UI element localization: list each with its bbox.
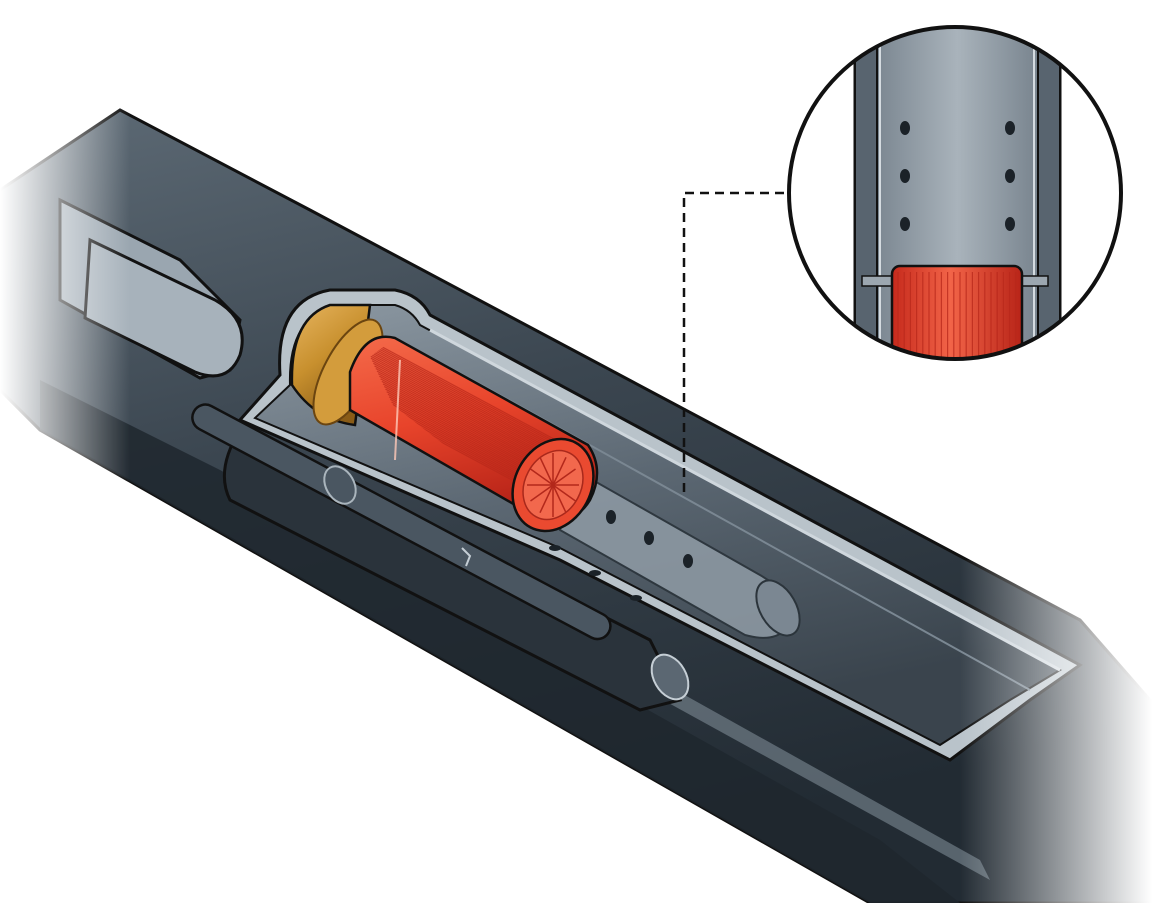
port-hole	[644, 531, 654, 545]
inset-port-holes	[900, 121, 1015, 231]
port-hole	[900, 121, 910, 135]
crimp-fold	[530, 484, 554, 502]
chamber-ring	[755, 579, 801, 637]
port-hole	[900, 169, 910, 183]
crimp-fold	[530, 468, 554, 486]
rod-end	[650, 653, 690, 701]
shotgun-shell	[290, 303, 599, 533]
crimp-folds	[527, 453, 579, 517]
port-hole	[900, 217, 910, 231]
port-hole	[1005, 121, 1015, 135]
crimp-fold	[552, 456, 567, 486]
ported-chamber	[549, 468, 801, 639]
hull-rib	[360, 338, 582, 457]
callout-ring	[787, 25, 1123, 361]
magazine-tube	[191, 403, 690, 712]
crimp-fold	[539, 484, 554, 514]
port-hole	[683, 554, 693, 568]
crimp-fold	[552, 468, 576, 486]
crimp-fold	[552, 484, 576, 502]
crimp-fold	[539, 456, 554, 486]
magnifier-callout	[787, 25, 1123, 361]
inset-wall-right	[1037, 28, 1061, 358]
port-hole	[589, 570, 601, 576]
rod-collar	[323, 465, 357, 505]
crimp-fold	[552, 484, 567, 514]
inset-shell-ribs	[897, 272, 1017, 358]
port-hole	[549, 545, 561, 551]
hull-rib	[359, 338, 581, 454]
port-hole	[630, 595, 642, 601]
inset-shell	[890, 264, 1024, 358]
guide-rod	[191, 403, 612, 641]
hull-rib	[362, 339, 583, 459]
port-holes	[549, 510, 693, 601]
port-hole	[1005, 169, 1015, 183]
port-hole	[606, 510, 616, 524]
inset-wall-left	[854, 28, 878, 358]
port-hole	[1005, 217, 1015, 231]
